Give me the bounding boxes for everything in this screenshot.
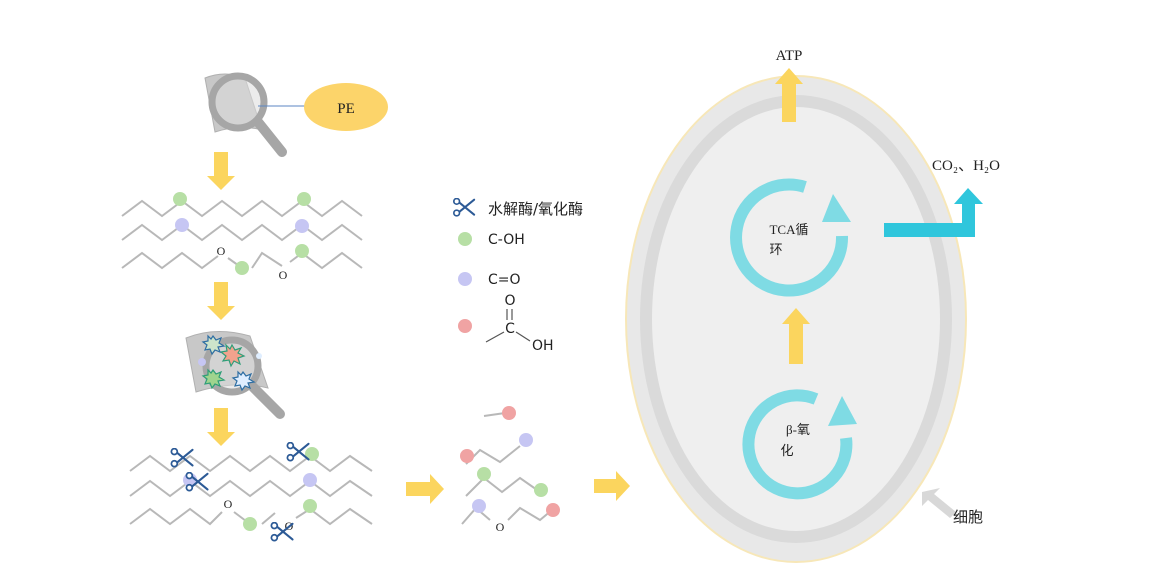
hydroxyl-group — [235, 261, 249, 275]
chain-line-1 — [129, 454, 373, 473]
pe-ellipse — [304, 83, 388, 131]
chain-line-3 — [121, 251, 219, 270]
scissors-icon — [452, 198, 476, 217]
atp-label: ATP — [776, 48, 803, 64]
chain-line-3c — [251, 251, 283, 269]
chain-line-3c — [261, 512, 276, 525]
exit-arrow — [884, 188, 983, 237]
pe-magnifier-group: PE — [204, 72, 388, 157]
beta-label-line2: 化 — [780, 443, 793, 458]
carboxyl-c-label: C — [505, 321, 515, 337]
chain-line-3d — [295, 507, 373, 526]
legend-enzyme-label: 水解酶/氧化酶 — [488, 200, 583, 218]
cell: ATP TCA循 环 CO₂、H₂O β-氧 化 — [625, 48, 1000, 563]
carboxyl-group — [502, 406, 516, 420]
cell-pointer-arrow — [922, 488, 956, 518]
carbonyl-group — [472, 499, 486, 513]
hydroxyl-group — [173, 192, 187, 206]
legend-carboxyl-swatch — [458, 319, 472, 333]
legend-carbonyl-swatch — [458, 272, 472, 286]
carboxyl-group — [460, 449, 474, 463]
down-arrow-3 — [207, 408, 235, 446]
atp-up-arrow — [775, 68, 803, 122]
co2-h2o-label: CO₂、H₂O — [932, 158, 1000, 174]
hydroxyl-group — [303, 499, 317, 513]
carboxyl-group — [546, 503, 560, 517]
mid-up-arrow — [782, 308, 810, 364]
legend-hydroxyl-label: C-OH — [488, 232, 525, 248]
tca-cycle: TCA循 环 — [730, 178, 851, 297]
chain-oxygen-label: O — [217, 244, 226, 258]
enzyme-star-icon — [219, 343, 246, 368]
cell-label: 细胞 — [953, 508, 983, 526]
legend: 水解酶/氧化酶 C-OH C=O O C OH — [452, 198, 583, 354]
chain-line-3 — [129, 507, 223, 526]
enzyme-star-icon — [231, 370, 256, 392]
legend-carbonyl-label: C=O — [488, 272, 521, 288]
chain-line-2 — [129, 479, 373, 498]
hydroxyl-group — [297, 192, 311, 206]
carboxyl-oh-label: OH — [532, 338, 554, 354]
chain-line-2 — [121, 223, 363, 242]
enzyme-star-icon — [201, 334, 226, 356]
cut-chains — [129, 454, 373, 526]
chain-oxygen-label: O — [496, 520, 505, 534]
legend-hydroxyl-swatch — [458, 232, 472, 246]
right-arrow-2 — [594, 471, 630, 501]
carbonyl-group — [303, 473, 317, 487]
carbonyl-group — [175, 218, 189, 232]
carbonyl-group — [519, 433, 533, 447]
chain-oxygen-label: O — [279, 268, 288, 282]
carboxyl-o-label: O — [504, 293, 515, 309]
hydroxyl-group — [305, 447, 319, 461]
down-arrow-2 — [207, 282, 235, 320]
scissors-icon — [286, 442, 310, 462]
right-arrow-1 — [406, 474, 444, 504]
oxidized-chains — [121, 199, 363, 270]
hydroxyl-group — [295, 244, 309, 258]
beta-label-line1: β-氧 — [786, 422, 810, 437]
carbonyl-group — [295, 219, 309, 233]
chain-oxygen-label: O — [224, 497, 233, 511]
pe-label: PE — [337, 101, 355, 117]
down-arrow-1 — [207, 152, 235, 190]
tca-label-line2: 环 — [769, 242, 782, 257]
carboxyl-structure: O C OH — [485, 293, 554, 354]
enzyme-magnifier-group — [185, 330, 285, 419]
chain-line-1 — [121, 199, 363, 218]
hydroxyl-group — [534, 483, 548, 497]
magnifier-icon — [208, 72, 287, 157]
enzyme-fragment — [256, 353, 262, 359]
hydroxyl-group — [243, 517, 257, 531]
beta-oxidation-cycle: β-氧 化 — [742, 389, 857, 500]
enzyme-star-icon — [201, 368, 226, 390]
carbonyl-group — [198, 358, 206, 366]
hydroxyl-group — [477, 467, 491, 481]
tca-label-line1: TCA循 — [769, 222, 808, 237]
